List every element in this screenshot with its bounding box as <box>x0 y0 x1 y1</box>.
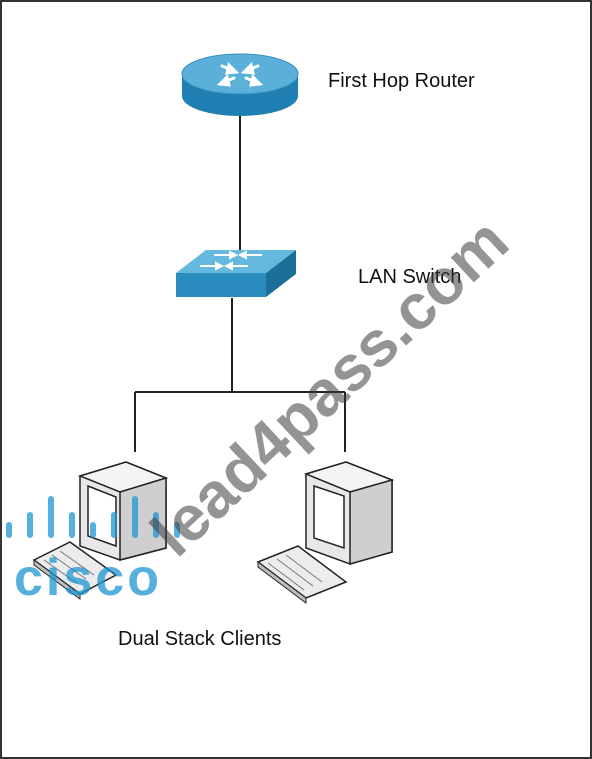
clients-label: Dual Stack Clients <box>118 628 282 650</box>
router-label: First Hop Router <box>328 70 475 92</box>
cisco-logo-icon <box>6 496 180 538</box>
links <box>134 112 346 452</box>
switch-label: LAN Switch <box>358 266 462 288</box>
router-icon <box>181 53 299 116</box>
computer-icon <box>256 461 395 604</box>
switch-icon <box>176 250 296 297</box>
computer-icon <box>32 461 169 600</box>
